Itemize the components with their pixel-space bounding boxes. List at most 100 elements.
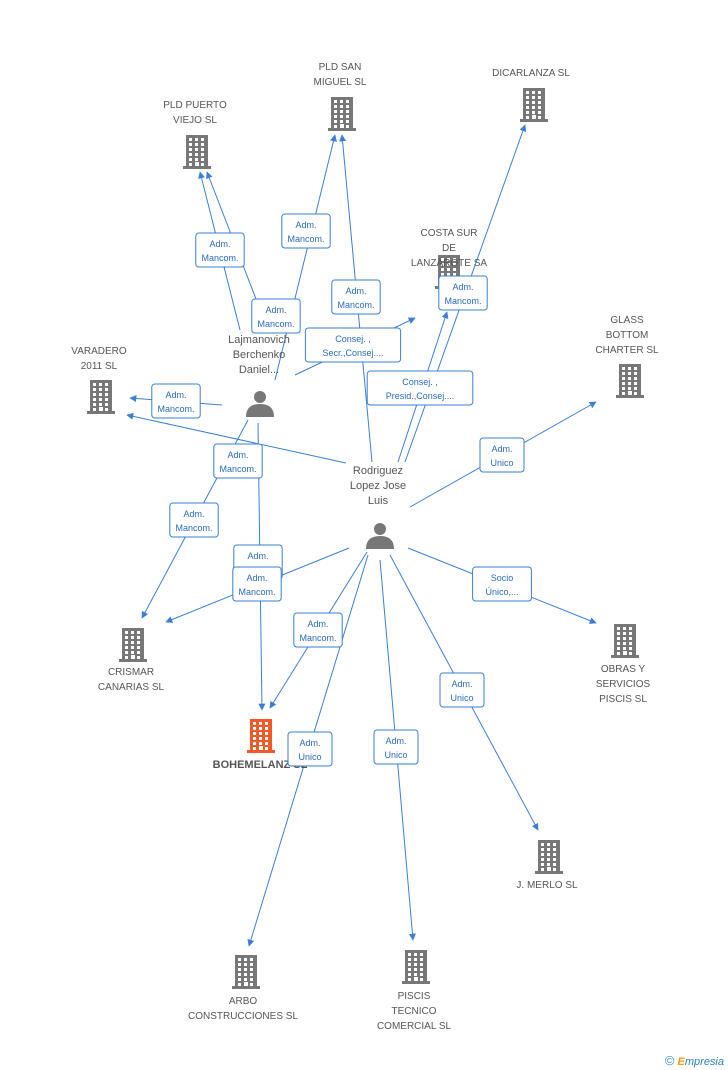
relation-label-frame — [232, 566, 282, 602]
company-label: PISCIS — [398, 991, 431, 1002]
company-node-piscis_tecnico[interactable]: PISCIS TECNICO COMERCIAL SL — [377, 950, 452, 1032]
person-label: Daniel... — [239, 364, 279, 376]
person-label: Lajmanovich — [228, 334, 290, 346]
relation-label-text: Adm. — [385, 736, 406, 746]
building-icon — [87, 380, 115, 414]
person-node-lajmanovich[interactable]: LajmanovichBerchenkoDaniel... — [228, 334, 290, 417]
company-label: 2011 SL — [81, 361, 118, 372]
company-label: LANZAROTE SA — [411, 258, 487, 269]
relation-label-text: Adm. — [307, 619, 328, 629]
relation-label-frame — [251, 298, 301, 334]
relation-label-text: Socio — [491, 573, 514, 583]
relation-label-text: Mancom. — [219, 464, 256, 474]
relation-label-text: Adm. — [299, 738, 320, 748]
relation-label-text: Adm. — [165, 390, 186, 400]
company-label: TECNICO — [392, 1006, 437, 1017]
relation-edge-rodriguez-varadero — [126, 412, 347, 464]
building-icon — [183, 135, 211, 169]
building-icon — [520, 88, 548, 122]
relation-label-box[interactable]: Adm.Mancom. — [232, 566, 282, 602]
company-label: ARBO — [229, 996, 258, 1007]
relation-label-box[interactable]: Adm.Mancom. — [169, 502, 219, 538]
person-label: Rodriguez — [353, 465, 403, 477]
relation-label-box[interactable]: Adm.Unico — [479, 437, 525, 473]
company-node-bohemelanz[interactable]: BOHEMELANZ SL — [213, 719, 308, 771]
relation-label-box[interactable]: Consej. , Presid.,Consej.... — [366, 370, 474, 406]
footer-brand[interactable]: © Empresia — [665, 1053, 724, 1068]
company-node-arbo[interactable]: ARBO CONSTRUCCIONES SL — [188, 955, 298, 1022]
relation-label-frame — [472, 566, 532, 602]
relation-label-text: Unico — [490, 458, 513, 468]
company-label: CRISMAR — [108, 667, 154, 678]
relation-label-box[interactable]: Adm. Mancom. — [251, 298, 301, 334]
relation-label-box[interactable]: Adm. Mancom. — [195, 232, 245, 268]
building-icon — [119, 628, 147, 662]
brand-name: mpresia — [684, 1056, 724, 1068]
copyright-icon: © — [664, 1053, 675, 1068]
relation-label-text: Consej. , — [335, 334, 371, 344]
building-icon — [247, 719, 275, 753]
company-label: DE — [442, 243, 456, 254]
relation-label-text: Secr.,Consej.... — [322, 348, 383, 358]
person-icon — [366, 523, 394, 549]
relation-label-text: Mancom. — [201, 253, 238, 263]
relation-label-box[interactable]: Adm. Unico — [373, 729, 419, 765]
relation-label-box[interactable]: Adm.Mancom. — [438, 275, 488, 311]
relation-label-text: Mancom. — [157, 404, 194, 414]
person-icon — [246, 391, 274, 417]
relation-label-text: Adm. — [246, 573, 267, 583]
relation-label-frame — [438, 275, 488, 311]
relation-label-text: Unico — [384, 750, 407, 760]
relation-label-text: Mancom. — [257, 319, 294, 329]
relation-label-box[interactable]: Consej. , Secr.,Consej.... — [304, 327, 402, 363]
company-node-crismar[interactable]: CRISMAR CANARIAS SL — [98, 628, 165, 693]
relation-label-frame — [331, 279, 381, 315]
relation-label-box[interactable]: SocioÚnico,... — [472, 566, 532, 602]
relation-label-box[interactable]: Adm.Unico — [439, 672, 485, 708]
relation-label-frame — [366, 370, 474, 406]
building-icon — [616, 364, 644, 398]
company-label: VARADERO — [71, 346, 127, 357]
building-icon — [232, 955, 260, 989]
relation-label-box[interactable]: Adm.Mancom. — [281, 213, 331, 249]
building-icon — [402, 950, 430, 984]
relation-label-text: Consej. , — [402, 377, 438, 387]
relation-label-text: Adm. — [183, 509, 204, 519]
relation-label-box[interactable]: Adm.Mancom. — [293, 612, 343, 648]
relation-label-box[interactable]: Adm. Mancom. — [213, 443, 263, 479]
relation-label-frame — [479, 437, 525, 473]
relation-label-text: Adm. — [227, 450, 248, 460]
relation-label-text: Adm. — [452, 282, 473, 292]
company-node-dicarlanza[interactable]: DICARLANZA SL — [492, 68, 570, 122]
relation-label-box[interactable]: Adm. Mancom. — [151, 383, 201, 419]
relation-label-text: Mancom. — [287, 234, 324, 244]
company-node-merlo[interactable]: J. MERLO SL — [516, 840, 578, 891]
company-node-varadero[interactable]: VARADERO 2011 SL — [71, 346, 127, 414]
relation-label-frame — [439, 672, 485, 708]
relation-label-text: Unico — [450, 693, 473, 703]
relation-edge-lajmanovich-pld_san_miguel — [274, 134, 337, 381]
person-label: Luis — [368, 495, 389, 507]
relation-label-text: Presid.,Consej.... — [386, 391, 455, 401]
relation-label-text: Adm. — [265, 305, 286, 315]
company-label: COMERCIAL SL — [377, 1021, 452, 1032]
relation-label-text: Único,... — [485, 587, 518, 597]
company-label: CANARIAS SL — [98, 682, 165, 693]
company-label: CONSTRUCCIONES SL — [188, 1011, 298, 1022]
relation-label-box[interactable]: Adm.Unico — [287, 731, 333, 767]
relation-label-frame — [213, 443, 263, 479]
relation-label-box[interactable]: Adm.Mancom. — [331, 279, 381, 315]
relation-label-frame — [293, 612, 343, 648]
company-label: OBRAS Y — [601, 664, 646, 675]
building-icon — [611, 624, 639, 658]
company-label: SERVICIOS — [596, 679, 651, 690]
company-label: VIEJO SL — [173, 115, 217, 126]
relation-label-text: Adm. — [209, 239, 230, 249]
